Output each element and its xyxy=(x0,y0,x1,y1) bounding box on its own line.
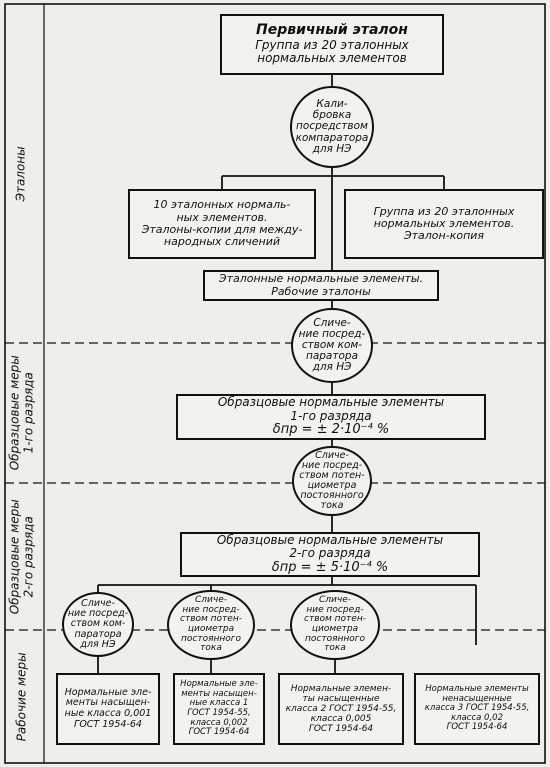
left-group-box: 10 эталонных нормаль- ных элементов. Эта… xyxy=(128,189,316,259)
compare-mid-text: Сличе- ние посред- ством потен- циометра… xyxy=(180,595,242,654)
work-text-1: Нормальные эле- менты насыщен- ные класс… xyxy=(64,686,152,730)
section-etalons: Эталоны xyxy=(0,4,44,343)
compare2-circle: Сличе- ние посред- ством потен- циометра… xyxy=(292,446,372,516)
compare-mid-circle: Сличе- ние посред- ством потен- циометра… xyxy=(167,590,255,660)
sample2-box: Образцовые нормальные элементы 2-го разр… xyxy=(180,532,480,577)
section-sample2: Образцовые меры 2-го разряда xyxy=(0,483,44,630)
work-box-1: Нормальные эле- менты насыщен- ные класс… xyxy=(56,673,160,745)
section-label-sample2: Образцовые меры 2-го разряда xyxy=(7,499,36,614)
right-group-text: Группа из 20 эталонных нормальных элемен… xyxy=(373,204,515,243)
section-label-etalons: Эталоны xyxy=(14,145,29,202)
calibration-circle: Кали- бровка посредством компаратора для… xyxy=(290,86,374,168)
outer-frame xyxy=(4,3,546,764)
compare1-circle: Сличе- ние посред- ством ком- паратора д… xyxy=(291,308,373,383)
compare-left-circle: Сличе- ние посред- ством ком- паратора д… xyxy=(62,592,134,657)
compare-left-text: Сличе- ние посред- ством ком- паратора д… xyxy=(67,598,129,650)
primary-etalon-subtitle: Группа из 20 эталонных нормальных элемен… xyxy=(255,37,409,66)
primary-etalon-box: Первичный эталон Группа из 20 эталонных … xyxy=(220,14,444,75)
compare-right-text: Сличе- ние посред- ством потен- циометра… xyxy=(304,595,366,654)
work-box-4: Нормальные элементы ненасыщенные класса … xyxy=(414,673,540,745)
sample1-box: Образцовые нормальные элементы 1-го разр… xyxy=(176,394,486,440)
work-text-2: Нормальные эле- менты насыщен- ные класс… xyxy=(180,679,258,738)
left-group-text: 10 эталонных нормаль- ных элементов. Эта… xyxy=(141,198,303,249)
working-etalons-box: Эталонные нормальные элементы. Рабочие э… xyxy=(203,270,439,301)
compare1-text: Сличе- ние посред- ством ком- паратора д… xyxy=(298,316,366,374)
calibration-text: Кали- бровка посредством компаратора для… xyxy=(295,98,369,155)
right-group-box: Группа из 20 эталонных нормальных элемен… xyxy=(344,189,544,259)
compare-right-circle: Сличе- ние посред- ством потен- циометра… xyxy=(290,590,380,660)
sample2-title: Образцовые нормальные элементы 2-го разр… xyxy=(216,532,444,561)
section-label-sample1: Образцовые меры 1-го разряда xyxy=(7,355,36,471)
sample1-title: Образцовые нормальные элементы 1-го разр… xyxy=(217,395,445,423)
compare2-text: Сличе- ние посред- ством потен- циометра… xyxy=(299,449,365,512)
sample1-tolerance: δпр = ± 2·10⁻⁴ % xyxy=(272,422,390,438)
sample2-tolerance: δпр = ± 5·10⁻⁴ % xyxy=(271,559,389,575)
primary-etalon-title: Первичный эталон xyxy=(256,22,408,39)
section-sample1: Образцовые меры 1-го разряда xyxy=(0,343,44,483)
work-box-2: Нормальные эле- менты насыщен- ные класс… xyxy=(173,673,265,745)
work-text-4: Нормальные элементы ненасыщенные класса … xyxy=(424,684,530,733)
work-box-3: Нормальные элемен- ты насыщенные класса … xyxy=(278,673,404,745)
work-text-3: Нормальные элемен- ты насыщенные класса … xyxy=(285,683,397,735)
working-etalons-text: Эталонные нормальные элементы. Рабочие э… xyxy=(218,272,424,298)
section-working: Рабочие меры xyxy=(0,630,44,763)
section-label-working: Рабочие меры xyxy=(14,652,29,741)
